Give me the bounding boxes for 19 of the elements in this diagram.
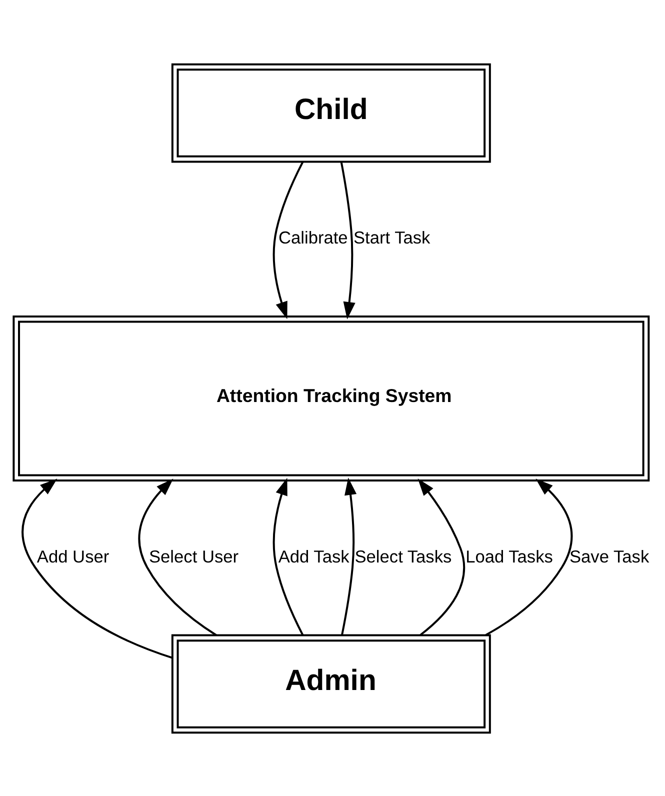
arrow [22, 478, 173, 658]
edge-label: Start Task [353, 227, 430, 248]
node-box: Attention Tracking System [12, 314, 650, 482]
edge-label: Select Tasks [354, 546, 452, 566]
edge-label: Add User [36, 546, 110, 566]
arrow [340, 477, 357, 635]
arrow [272, 161, 304, 319]
arrow [418, 478, 466, 636]
node-box: Admin [171, 634, 491, 734]
edge-label: Select User [148, 546, 239, 566]
edge-label: Add Task [278, 546, 350, 566]
arrow [340, 161, 356, 319]
edge-label: Load Tasks [466, 546, 553, 566]
arrow [272, 477, 304, 635]
edge-label: Save Task [569, 546, 650, 566]
arrow [485, 478, 573, 636]
arrow [138, 478, 217, 636]
node-box: Child [171, 62, 491, 162]
edge-label: Calibrate [278, 227, 348, 248]
